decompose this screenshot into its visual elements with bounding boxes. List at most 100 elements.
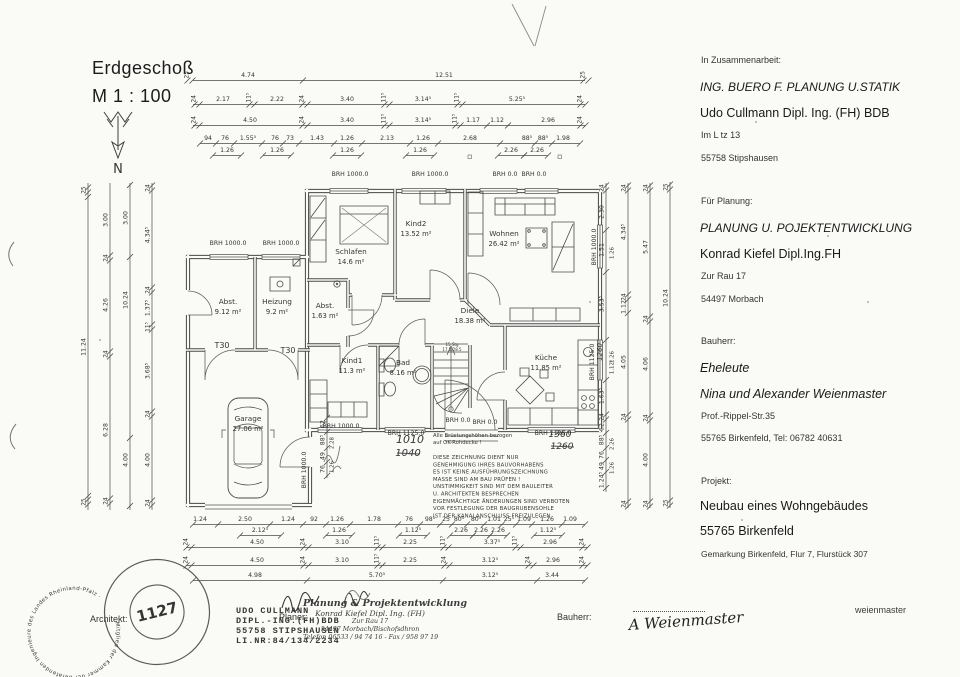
dim-tick bbox=[191, 101, 198, 108]
dim-tick bbox=[196, 140, 204, 147]
room-name: Küche bbox=[535, 353, 558, 362]
coop-firm: ING. BUERO F. PLANUNG U.STATIK bbox=[700, 80, 901, 94]
dim-tick bbox=[439, 577, 447, 584]
room-name: Kind2 bbox=[406, 219, 427, 228]
dim-label: 2.12⁵ bbox=[252, 527, 269, 534]
dim-label: 2.26 bbox=[530, 147, 544, 154]
dim-label: 1.63⁵ bbox=[599, 387, 606, 404]
dim-label: 5.25⁵ bbox=[509, 96, 526, 103]
dim-tick bbox=[531, 140, 539, 147]
dim-tick bbox=[191, 122, 198, 129]
project-line3: Gemarkung Birkenfeld, Flur 7, Flurstück … bbox=[701, 549, 868, 559]
dim-tick bbox=[452, 122, 459, 129]
window-sill-label: BRH 0.0 bbox=[445, 417, 470, 424]
dim-tick bbox=[323, 428, 331, 436]
dim-label: 11⁵ bbox=[145, 321, 152, 331]
dim-label: 76 bbox=[320, 465, 327, 473]
architect-stamp-line: LI.NR:84/134/2234 bbox=[236, 636, 340, 646]
dim-tick bbox=[436, 521, 444, 528]
dim-tick bbox=[584, 562, 591, 569]
dim-tick bbox=[504, 122, 512, 129]
dim-label: 1.12⁵ bbox=[405, 527, 422, 534]
dim-label: 12.51 bbox=[435, 72, 453, 79]
dim-label: 1.78 bbox=[367, 516, 381, 523]
dim-label: 24 bbox=[192, 95, 198, 103]
dim-tick bbox=[528, 521, 536, 528]
dim-label: 3.40 bbox=[340, 117, 354, 124]
dim-label: 4.05 bbox=[621, 355, 628, 369]
dim-label: 2.25 bbox=[403, 539, 417, 546]
dim-label: 1.26 bbox=[340, 135, 354, 142]
svg-text:Mitglied der Kammer der Berate: Mitglied der Kammer der Beratenden Ingen… bbox=[17, 576, 131, 677]
dim-label: 2.22 bbox=[270, 96, 284, 103]
dim-tick bbox=[258, 140, 266, 147]
dim-tick bbox=[84, 189, 92, 196]
dim-tick bbox=[624, 296, 632, 303]
dim-label: 4.26 bbox=[103, 298, 110, 312]
dim-label: 2.17 bbox=[216, 96, 230, 103]
dim-tick bbox=[646, 412, 654, 419]
dim-tick bbox=[602, 226, 610, 234]
dim-label: 1.26 bbox=[330, 516, 344, 523]
dim-label: 1.12⁵ bbox=[540, 527, 557, 534]
planner-stamp-line: Planung & Projektentwicklung bbox=[303, 598, 467, 609]
dim-label: 25⁵ bbox=[504, 516, 515, 523]
dim-label: 1.01 bbox=[487, 516, 501, 523]
dim-tick bbox=[624, 182, 632, 189]
bauherr-label: Bauherr: bbox=[557, 612, 592, 622]
dim-tick bbox=[558, 521, 566, 528]
window-sill-label: BRH 0.0 bbox=[492, 171, 517, 178]
dim-label: 4.34⁵ bbox=[621, 223, 628, 240]
dim-tick bbox=[579, 562, 586, 569]
dim-label: 73 bbox=[286, 135, 294, 142]
dim-tick bbox=[300, 544, 307, 551]
dim-label: 24 bbox=[580, 538, 586, 546]
dim-tick bbox=[106, 348, 114, 355]
dim-tick bbox=[126, 253, 134, 261]
dim-label: 6.28 bbox=[103, 423, 110, 437]
dim-label: 92 bbox=[310, 516, 318, 523]
dim-label: 24 bbox=[104, 497, 110, 505]
dim-tick bbox=[602, 182, 610, 189]
dim-label: 3.12⁵ bbox=[482, 557, 499, 564]
dim-tick bbox=[329, 152, 337, 159]
dim-tick bbox=[148, 289, 156, 296]
dim-label: 3.14⁵ bbox=[415, 117, 432, 124]
room-name: Kind1 bbox=[342, 356, 363, 365]
dim-tick bbox=[469, 532, 477, 539]
dim-tick bbox=[379, 544, 386, 551]
warning-note-line: VOR FESTLEGUNG DER BAUGRUBENSOHLE bbox=[433, 506, 554, 512]
dim-tick bbox=[602, 468, 610, 476]
room-name: Schlafen bbox=[335, 247, 366, 256]
dim-label: 80⁵ bbox=[454, 516, 465, 523]
dim-tick bbox=[544, 152, 552, 159]
dim-label: 11⁵ bbox=[452, 113, 459, 123]
dim-tick bbox=[494, 152, 502, 159]
dim-tick bbox=[602, 336, 610, 344]
dim-tick bbox=[469, 532, 477, 539]
dim-tick bbox=[406, 140, 414, 147]
architect-stamp: UDO CULLMANN DIPL.-ING.(FH)BDB 55758 STI… bbox=[236, 606, 340, 646]
dim-label: 88⁵ bbox=[522, 135, 533, 142]
dim-label: 1.26 bbox=[220, 147, 234, 154]
stairs bbox=[433, 343, 469, 414]
dim-label: 25 bbox=[82, 498, 88, 506]
project-label: Projekt: bbox=[701, 476, 732, 486]
dim-tick bbox=[533, 577, 541, 584]
dim-tick bbox=[646, 417, 654, 424]
dim-label: 24 bbox=[622, 413, 628, 421]
dim-tick bbox=[196, 101, 203, 108]
room-name: Wohnen bbox=[489, 229, 519, 238]
dim-tick bbox=[346, 521, 354, 528]
room-name: Diele bbox=[461, 306, 480, 315]
dim-tick bbox=[624, 309, 632, 317]
windows bbox=[205, 188, 603, 510]
dim-label: 24 bbox=[146, 286, 152, 294]
dim-label: 1.17 bbox=[466, 117, 480, 124]
planner-stamp-line: Telefon 06533 / 94 74 16 - Fax / 958 97 … bbox=[303, 634, 439, 641]
dim-tick bbox=[386, 122, 393, 129]
dim-label: 49 bbox=[320, 452, 327, 460]
dim-label: 2.26 bbox=[454, 527, 468, 534]
dim-label: 88⁵ bbox=[538, 135, 549, 142]
